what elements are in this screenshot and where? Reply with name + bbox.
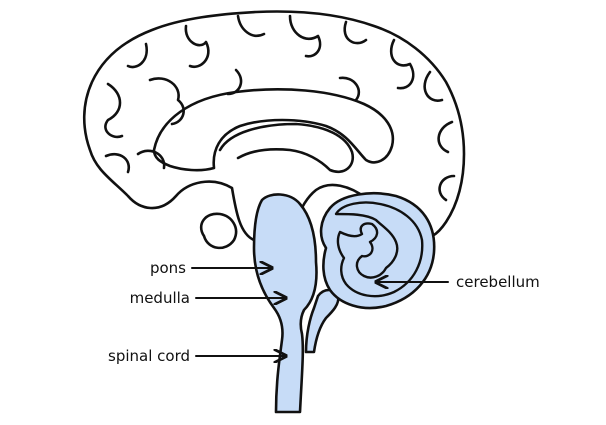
thalamus: [199, 212, 238, 250]
cerebellum-arbor: [334, 201, 424, 298]
pons-label: pons: [150, 259, 186, 277]
cerebral-folds: [104, 14, 456, 202]
corpus-callosum: [152, 88, 395, 172]
spinal-cord-label: spinal cord: [108, 347, 190, 365]
cerebellum-label: cerebellum: [456, 273, 540, 291]
lateral-ventricle: [218, 122, 355, 173]
medulla-label: medulla: [130, 289, 190, 307]
label-arrows: [191, 268, 449, 356]
brainstem: [252, 193, 318, 414]
cerebrum-outline: [82, 10, 466, 244]
